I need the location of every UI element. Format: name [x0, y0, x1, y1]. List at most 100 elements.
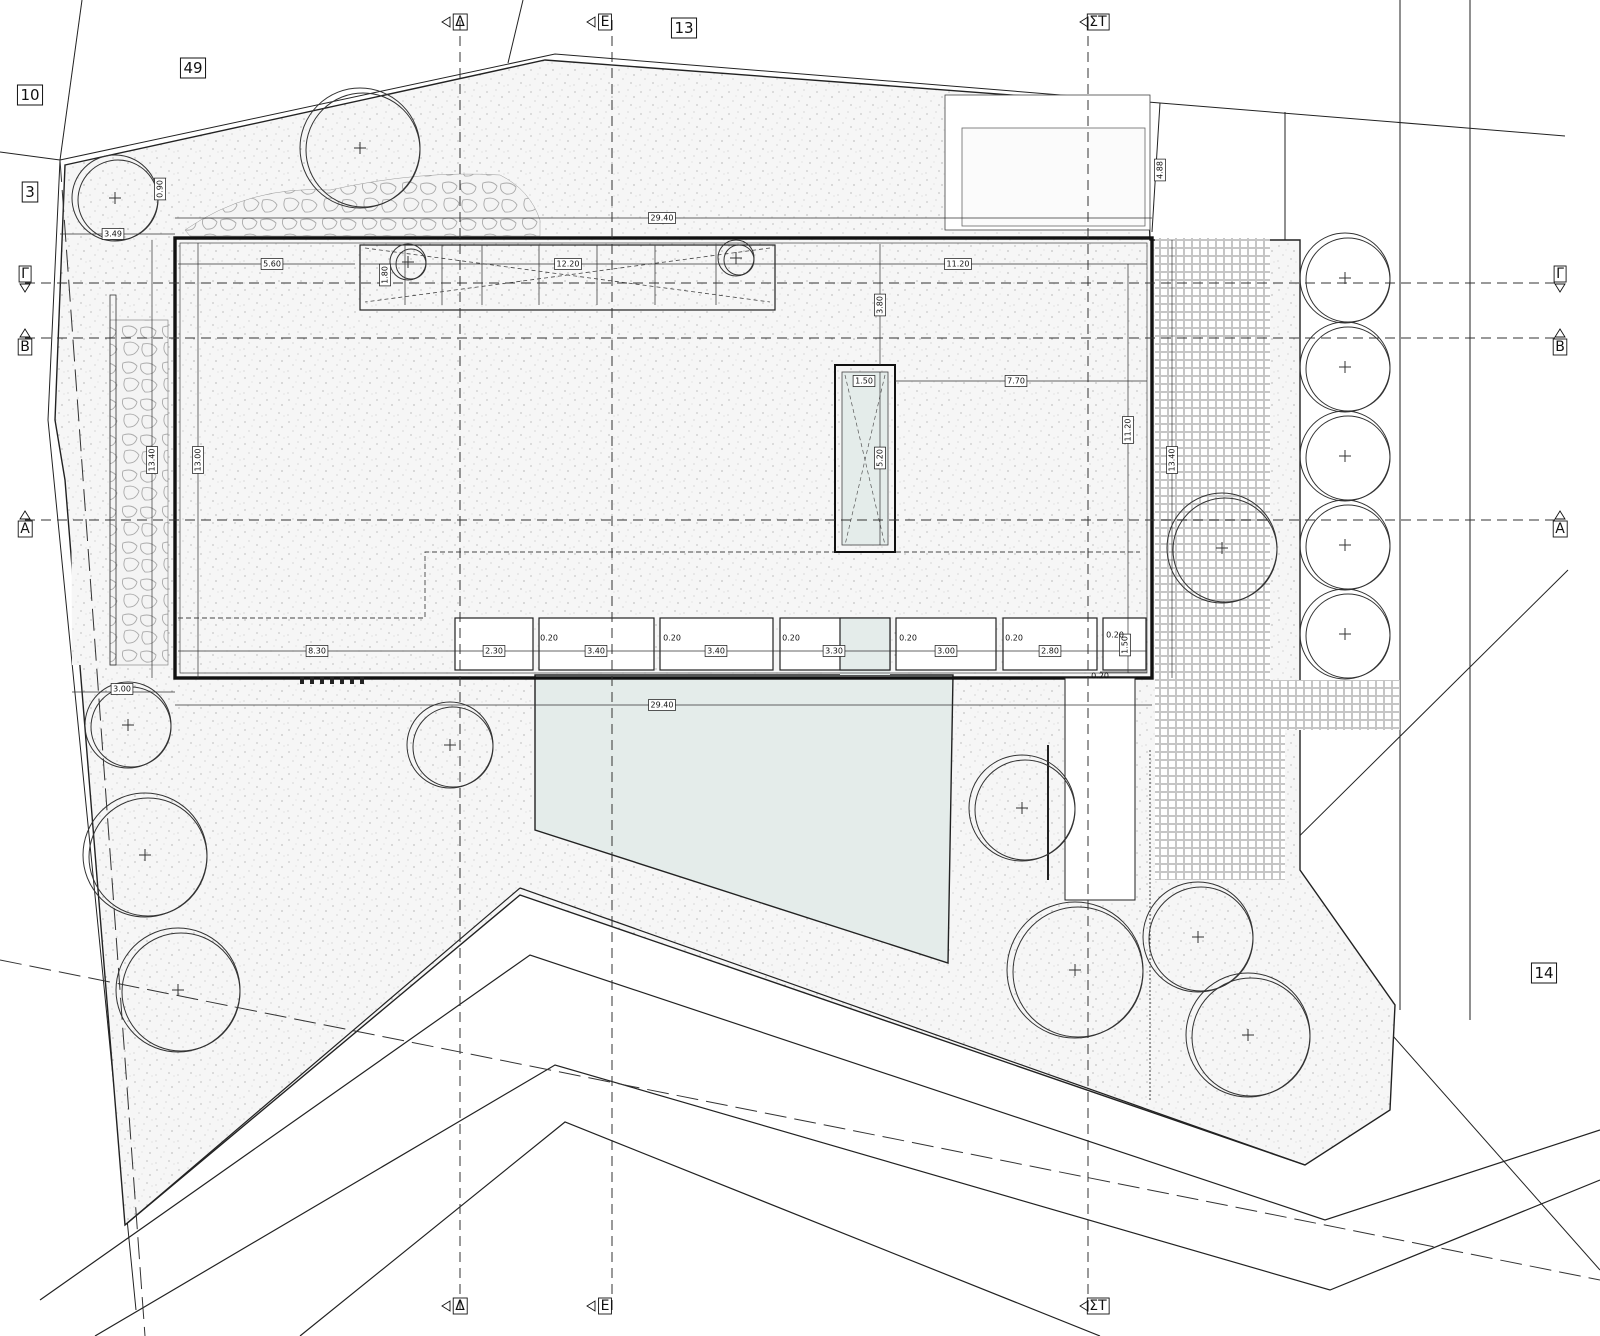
road-lines	[39, 887, 1600, 1336]
svg-text:3: 3	[25, 183, 35, 201]
dimension-label: 3.80	[874, 293, 886, 317]
svg-text:13.00: 13.00	[194, 449, 203, 472]
svg-text:11.20: 11.20	[947, 260, 970, 269]
svg-text:Ε: Ε	[601, 1298, 610, 1314]
section-marker-top: Δ	[441, 13, 468, 31]
section-marker-bottom: Ε	[586, 1297, 612, 1315]
gap-label: 0.20	[540, 634, 558, 643]
svg-text:2.80: 2.80	[1041, 647, 1059, 656]
paving-grid	[1155, 238, 1400, 880]
plot-number: 13	[670, 17, 698, 39]
gap-label: 0.20	[899, 634, 917, 643]
tree	[1299, 588, 1391, 680]
svg-text:Β: Β	[20, 339, 30, 355]
tree	[1166, 492, 1278, 604]
tree	[406, 701, 494, 789]
dimension-label: 11.20	[944, 258, 972, 270]
svg-text:Ε: Ε	[601, 14, 610, 30]
plot-number: 10	[16, 84, 44, 106]
section-marker-left: Β	[17, 328, 33, 356]
tree	[968, 754, 1076, 862]
tree	[1299, 321, 1391, 413]
tree	[1142, 881, 1254, 993]
svg-text:10: 10	[20, 86, 39, 104]
svg-text:1.80: 1.80	[381, 266, 390, 284]
dimension-label: 2.80	[1038, 645, 1062, 657]
tree	[1299, 232, 1391, 324]
section-marker-top: Ε	[586, 13, 612, 31]
dimension-label: 29.40	[648, 212, 676, 224]
svg-text:ΣΤ: ΣΤ	[1089, 1298, 1107, 1314]
dimension-label: 0.90	[154, 177, 166, 201]
gap-label: 0.20	[782, 634, 800, 643]
dimension-label: 5.60	[260, 258, 284, 270]
svg-text:3.00: 3.00	[937, 647, 955, 656]
building-outline	[109, 236, 1154, 1100]
dimension-label: 11.20	[1122, 416, 1134, 444]
svg-text:2.30: 2.30	[485, 647, 503, 656]
dimension-label: 12.20	[554, 258, 582, 270]
svg-text:Δ: Δ	[455, 14, 465, 30]
tree	[1299, 499, 1391, 591]
dimension-label: 1.50	[852, 375, 876, 387]
section-marker-left: Γ	[18, 265, 32, 293]
svg-text:Α: Α	[20, 521, 30, 537]
svg-text:Γ: Γ	[21, 266, 29, 282]
dimension-label: 3.49	[101, 228, 125, 240]
section-marker-bottom: Δ	[441, 1297, 468, 1315]
svg-text:3.49: 3.49	[104, 230, 122, 239]
section-marker-right: Β	[1552, 328, 1568, 356]
svg-text:13.40: 13.40	[148, 449, 157, 472]
dimension-label: 29.40	[648, 699, 676, 711]
plot-number: 3	[21, 181, 39, 203]
tree	[717, 239, 755, 277]
dimension-label: 3.00	[934, 645, 958, 657]
svg-text:0.90: 0.90	[156, 180, 165, 198]
svg-text:3.80: 3.80	[876, 296, 885, 314]
svg-text:Α: Α	[1555, 521, 1565, 537]
trees	[71, 87, 1391, 1098]
dimension-label: 3.00	[110, 683, 134, 695]
dimension-label: 3.40	[704, 645, 728, 657]
svg-text:5.60: 5.60	[263, 260, 281, 269]
tree	[1185, 972, 1311, 1098]
section-marker-top: ΣΤ	[1079, 13, 1110, 31]
dimension-label: 5.20	[874, 446, 886, 470]
svg-text:5.20: 5.20	[876, 449, 885, 467]
tree	[1299, 410, 1391, 502]
svg-text:1.50: 1.50	[855, 377, 873, 386]
svg-text:3.00: 3.00	[113, 685, 131, 694]
svg-text:29.40: 29.40	[651, 701, 674, 710]
svg-text:12.20: 12.20	[557, 260, 580, 269]
svg-text:8.30: 8.30	[308, 647, 326, 656]
dash-dot-line	[0, 159, 1600, 1336]
svg-text:Δ: Δ	[455, 1298, 465, 1314]
dimension-label: 7.70	[1004, 375, 1028, 387]
tree	[299, 87, 421, 209]
dimension-label: 4.88	[1154, 158, 1166, 182]
gap-label: 0.20	[1005, 634, 1023, 643]
svg-text:29.40: 29.40	[651, 214, 674, 223]
tree	[115, 927, 241, 1053]
section-marker-left: Α	[17, 510, 33, 538]
gap-label: 0.20	[1106, 631, 1124, 640]
dimension-label: 2.30	[482, 645, 506, 657]
dimension-label: 1.50	[1119, 633, 1131, 657]
dimension-label: 3.30	[822, 645, 846, 657]
plot-number: 49	[179, 57, 207, 79]
pool	[534, 674, 954, 964]
dimension-label: 8.30	[305, 645, 329, 657]
section-marker-bottom: ΣΤ	[1079, 1297, 1110, 1315]
svg-text:3.40: 3.40	[707, 647, 725, 656]
gap-label: 0.20	[663, 634, 681, 643]
svg-text:13: 13	[674, 19, 693, 37]
section-marker-right: Γ	[1553, 265, 1567, 293]
gap-label: 0.20	[1091, 672, 1109, 681]
tree	[1006, 901, 1144, 1039]
dimension-label: 13.40	[1166, 446, 1178, 474]
svg-text:11.20: 11.20	[1124, 419, 1133, 442]
dimension-label: 13.00	[192, 446, 204, 474]
svg-text:3.40: 3.40	[587, 647, 605, 656]
svg-text:Γ: Γ	[1556, 266, 1564, 282]
